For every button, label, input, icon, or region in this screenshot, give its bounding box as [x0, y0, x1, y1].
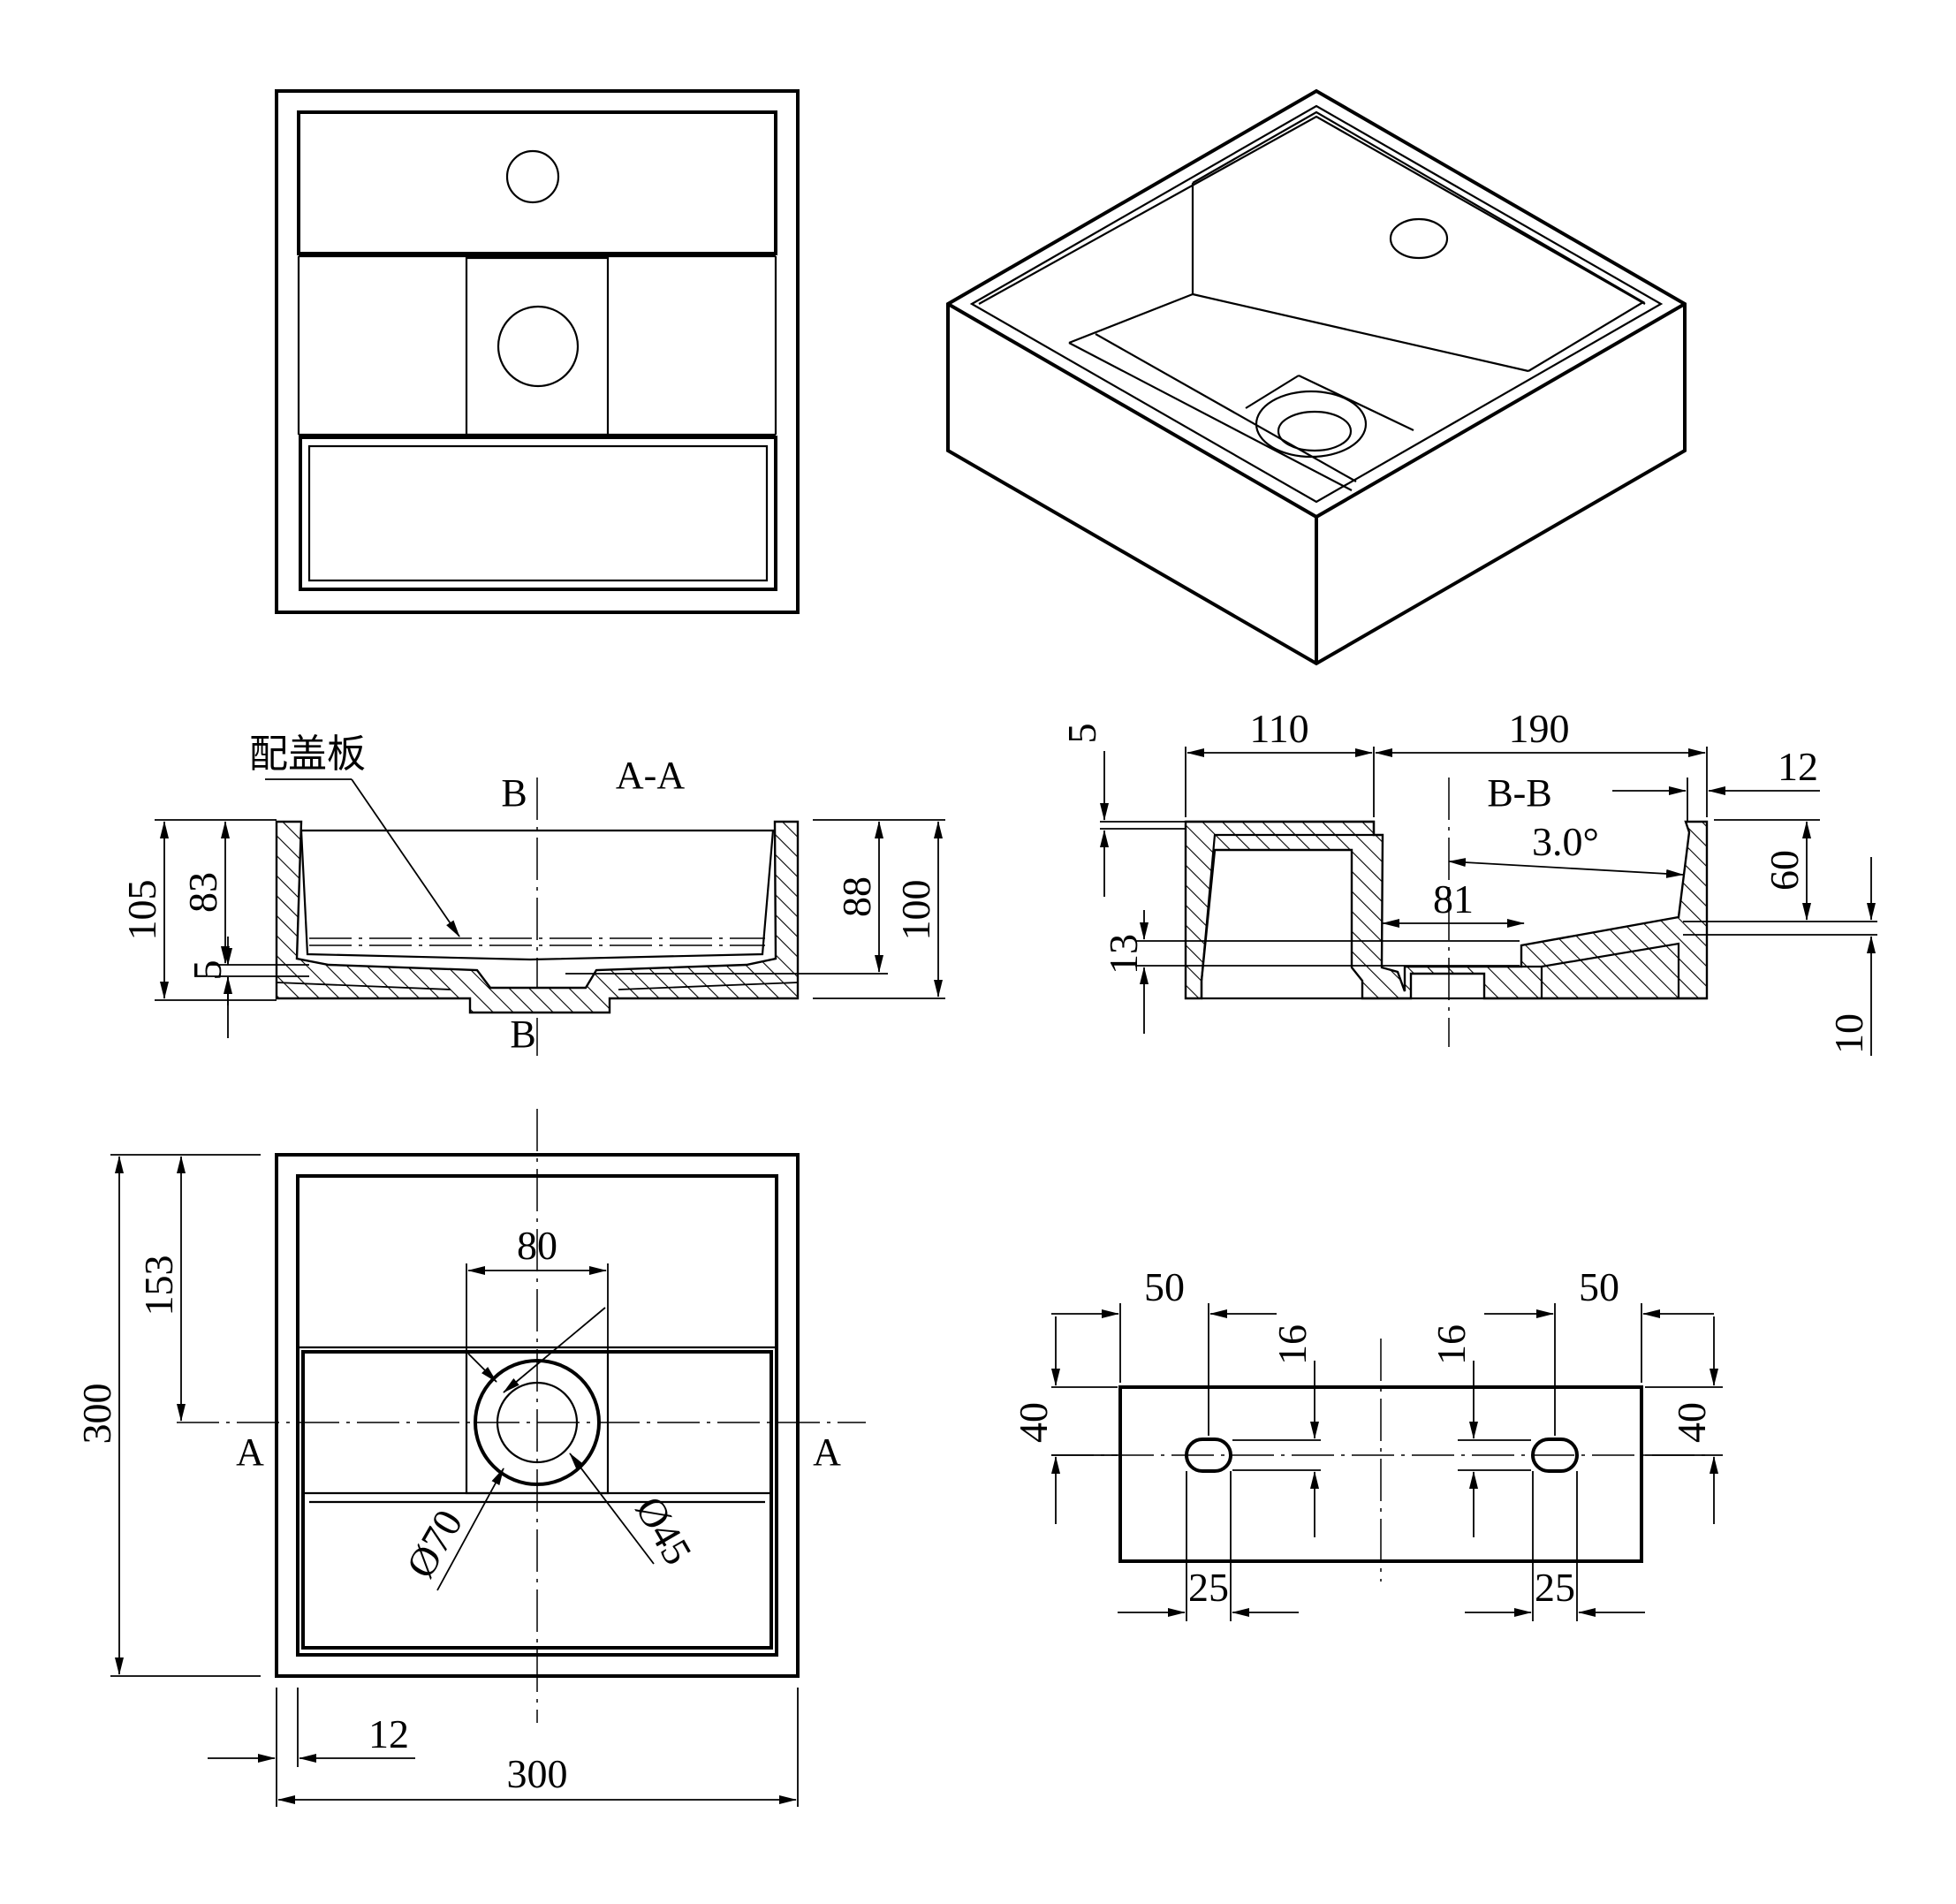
dim-bb-60: 60	[1762, 850, 1807, 891]
dim-bb-190: 190	[1509, 706, 1570, 751]
top-view	[275, 89, 800, 614]
section-a-a-title: A-A	[616, 754, 685, 797]
cutline-a-right: A	[813, 1430, 841, 1474]
mounting-slot-left	[1185, 1437, 1232, 1473]
plan-dims: 300 153 80 Ø70 Ø45 12 300	[74, 1154, 799, 1807]
dim-bb-12: 12	[1778, 744, 1818, 789]
cutline-a-left: A	[236, 1430, 264, 1474]
dim-mount-25-right: 25	[1535, 1565, 1575, 1610]
aa-dims: 105 83 5 88 100	[119, 819, 945, 1038]
tap-hole-icon	[505, 149, 560, 204]
cutline-b-top: B	[501, 771, 527, 815]
dim-bb-5: 5	[1059, 724, 1104, 744]
dim-mount-50-right: 50	[1579, 1264, 1619, 1309]
plan-view: A A 300 153 80 Ø70 Ø45 12 300	[74, 1109, 866, 1807]
bb-dims: 110 190 12 5 3.0° 81 13 60	[1059, 706, 1877, 1056]
dim-bb-110: 110	[1249, 706, 1308, 751]
dim-mount-16-right: 16	[1429, 1324, 1474, 1365]
drain-hole-icon	[497, 305, 580, 388]
isometric-view	[946, 88, 1687, 666]
mounting-slot-right	[1531, 1437, 1579, 1473]
section-a-a: A-A B B 配盖板 105 83 5 88	[119, 732, 945, 1056]
dim-plan-dia70: Ø70	[398, 1502, 472, 1585]
mount-dims: 50 50 40 40 16 16	[1011, 1264, 1723, 1621]
dim-mount-25-left: 25	[1188, 1565, 1229, 1610]
dim-plan-153: 153	[136, 1255, 181, 1316]
dim-bb-angle: 3.0°	[1532, 819, 1599, 864]
dim-plan-12: 12	[368, 1711, 409, 1756]
dim-bb-10: 10	[1826, 1013, 1871, 1054]
tap-hole-icon	[1389, 217, 1449, 260]
section-b-b: B-B 110 190 12 5 3.0° 81	[1059, 706, 1877, 1056]
dim-mount-40-right: 40	[1669, 1402, 1714, 1443]
dim-aa-105: 105	[119, 880, 164, 941]
dim-bb-13: 13	[1101, 934, 1146, 975]
dim-bb-81: 81	[1433, 876, 1474, 922]
dim-mount-40-left: 40	[1011, 1402, 1056, 1443]
cover-plate-note: 配盖板	[249, 732, 366, 776]
dim-plan-300-horiz: 300	[507, 1751, 568, 1796]
mounting-view: 50 50 40 40 16 16	[1011, 1264, 1723, 1621]
dim-plan-80: 80	[517, 1223, 557, 1268]
drain-hole-icon	[1255, 390, 1368, 459]
dim-mount-16-left: 16	[1270, 1324, 1315, 1365]
dim-aa-83: 83	[180, 872, 225, 913]
dim-aa-5: 5	[185, 960, 230, 981]
dim-plan-300-vert: 300	[74, 1384, 119, 1445]
dim-mount-50-left: 50	[1144, 1264, 1185, 1309]
cutline-b-bottom: B	[510, 1013, 535, 1056]
dim-aa-88: 88	[834, 876, 879, 917]
section-b-b-title: B-B	[1487, 771, 1551, 815]
dim-aa-100: 100	[893, 880, 938, 941]
